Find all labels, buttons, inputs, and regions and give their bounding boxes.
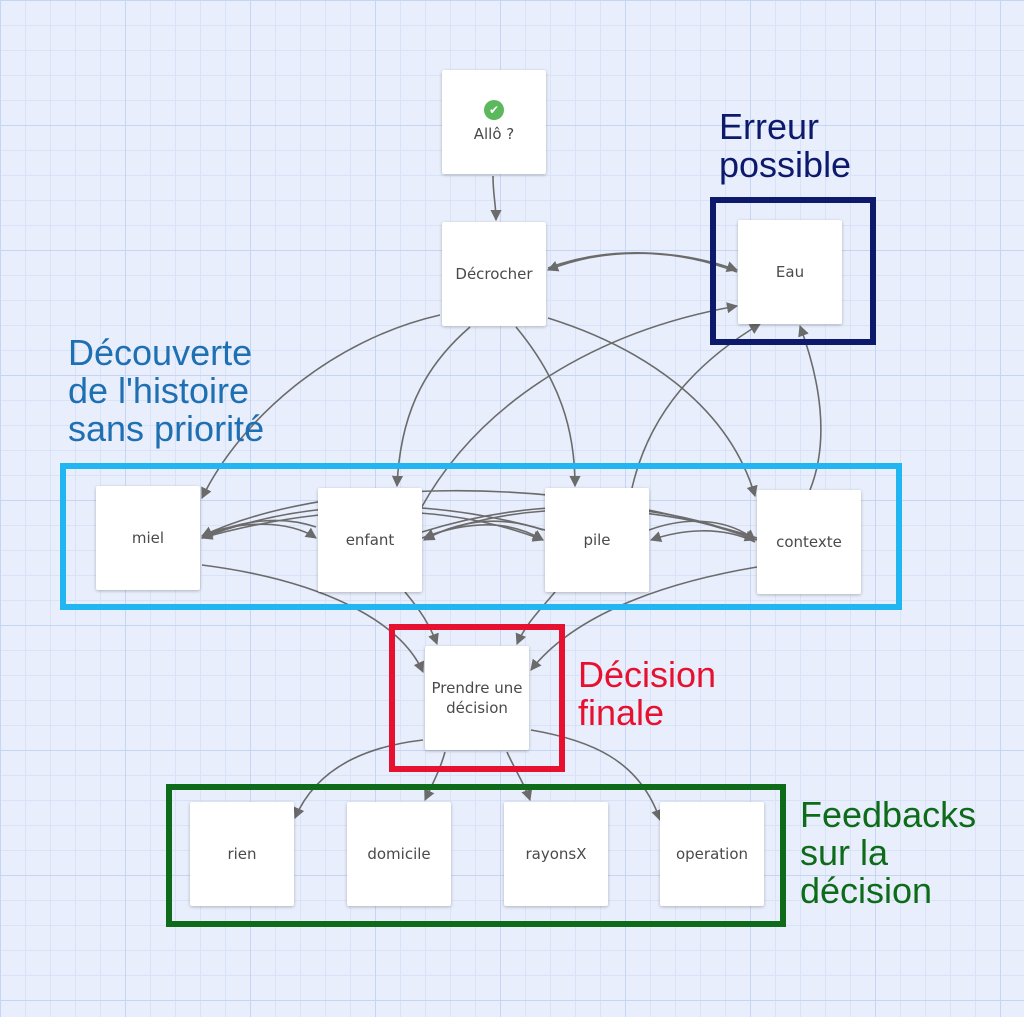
edge-contexte-to-pile xyxy=(649,530,756,543)
node-label: domicile xyxy=(367,845,431,863)
group-box-feedbacks xyxy=(166,784,786,927)
group-label-line: Découverte xyxy=(68,332,253,373)
edge-pile-to-prendre xyxy=(515,591,556,646)
node-rien[interactable]: rien xyxy=(190,802,294,906)
node-label: rien xyxy=(227,845,257,863)
node-label: Allô ? xyxy=(473,125,515,143)
node-pile[interactable]: pile xyxy=(545,488,649,592)
edge-miel-to-enfant xyxy=(201,523,317,539)
edge-eau-to-decrocher xyxy=(546,252,738,273)
rocket-icon: ✔ xyxy=(484,100,504,120)
node-eau[interactable]: Eau xyxy=(738,220,842,324)
group-label-line: finale xyxy=(578,692,665,733)
group-label-line: sans priorité xyxy=(68,408,265,449)
node-label: miel xyxy=(131,529,165,547)
group-box-decouverte xyxy=(60,463,902,610)
node-label: contexte xyxy=(776,533,842,551)
node-label: Eau xyxy=(775,263,805,281)
node-label: Prendre une décision xyxy=(431,679,523,717)
edge-enfant-to-prendre xyxy=(404,591,439,646)
edge-prendre-to-rien xyxy=(293,739,424,820)
group-box-erreur xyxy=(710,197,876,345)
node-label: pile xyxy=(583,531,611,549)
node-rayonsx[interactable]: rayonsX xyxy=(504,802,608,906)
edge-pile-to-eau xyxy=(631,323,761,489)
edge-allo-to-decrocher xyxy=(490,175,502,222)
group-label-line: sur la xyxy=(800,832,889,873)
node-miel[interactable]: miel xyxy=(96,486,200,590)
node-label: operation xyxy=(675,845,749,863)
edge-prendre-to-operation xyxy=(530,729,663,822)
node-decrocher[interactable]: Décrocher xyxy=(442,222,546,326)
group-label-line: décision xyxy=(800,870,933,911)
edge-pile-to-contexte xyxy=(648,520,756,541)
node-label: enfant xyxy=(345,531,395,549)
group-label-line: Feedbacks xyxy=(800,794,977,835)
group-box-decision xyxy=(389,624,565,772)
group-label-line: Décision xyxy=(578,654,717,695)
node-operation[interactable]: operation xyxy=(660,802,764,906)
node-label: rayonsX xyxy=(525,845,587,863)
edge-prendre-to-rayonsx xyxy=(506,751,533,802)
edge-contexte-to-eau xyxy=(798,324,822,491)
node-prendre[interactable]: Prendre une décision xyxy=(425,646,529,750)
node-label: Décrocher xyxy=(455,265,533,283)
node-enfant[interactable]: enfant xyxy=(318,488,422,592)
node-allo[interactable]: ✔ Allô ? xyxy=(442,70,546,174)
group-label-line: Erreur xyxy=(719,106,820,147)
group-label-line: possible xyxy=(719,144,852,185)
group-label-line: de l'histoire xyxy=(68,370,249,411)
node-domicile[interactable]: domicile xyxy=(347,802,451,906)
node-contexte[interactable]: contexte xyxy=(757,490,861,594)
edge-prendre-to-domicile xyxy=(424,751,446,802)
